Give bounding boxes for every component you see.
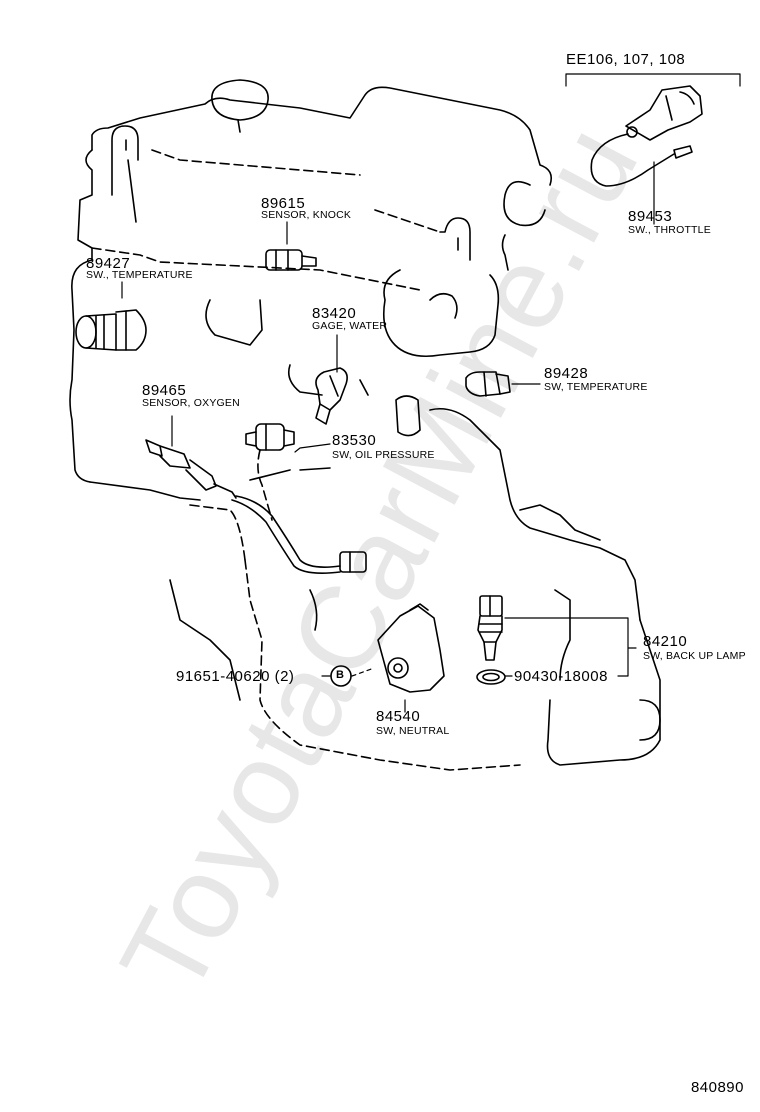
part-name-89427: SW., TEMPERATURE [86, 269, 193, 281]
neutral-switch-drawing [377, 603, 445, 693]
part-name-84540: SW, NEUTRAL [376, 725, 450, 737]
water-gage-drawing [315, 367, 348, 425]
part-name-89453: SW., THROTTLE [628, 224, 711, 236]
oxygen-sensor-drawing [145, 439, 367, 574]
throttle-switch-drawing [590, 85, 703, 187]
illustration-code: 840890 [690, 1079, 744, 1096]
bolt-marker-label: B [336, 669, 344, 681]
part-number-84540: 84540 [376, 708, 421, 725]
part-number-89453: 89453 [628, 208, 673, 225]
part-name-89615: SENSOR, KNOCK [261, 209, 352, 221]
back-up-lamp-switch-drawing [476, 595, 506, 685]
knock-sensor-drawing [265, 249, 317, 271]
temperature-switch-left-drawing [75, 309, 147, 351]
part-number-89615: 89615 [261, 195, 306, 212]
bolt-marker-circle [330, 665, 352, 687]
variant-label: EE106, 107, 108 [566, 51, 686, 68]
part-number-89428: 89428 [544, 365, 589, 382]
part-name-83420: GAGE, WATER [312, 320, 388, 332]
part-name-83530: SW, OIL PRESSURE [332, 449, 435, 461]
part-name-89428: SW, TEMPERATURE [544, 381, 648, 393]
leader-lines [121, 73, 741, 713]
part-number-83530: 83530 [332, 432, 377, 449]
engine-outline [69, 79, 661, 771]
part-number-91651-40620: 91651-40620 (2) [176, 668, 295, 685]
part-number-89427: 89427 [86, 255, 131, 272]
part-number-83420: 83420 [312, 305, 357, 322]
part-number-89465: 89465 [142, 382, 187, 399]
part-number-84210: 84210 [643, 633, 688, 650]
part-name-89465: SENSOR, OXYGEN [142, 397, 240, 409]
part-number-90430-18008: 90430-18008 [514, 668, 608, 685]
temperature-switch-right-drawing [465, 371, 511, 397]
part-name-84210: SW, BACK UP LAMP [643, 650, 746, 662]
oil-pressure-switch-drawing [245, 423, 295, 451]
